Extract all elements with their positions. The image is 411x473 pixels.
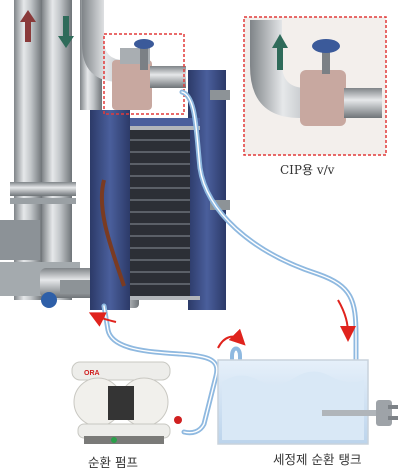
valve-handwheel — [134, 39, 154, 49]
valve-highlight-box — [103, 33, 185, 115]
tie-bolts — [130, 126, 200, 300]
cip-hoses — [101, 89, 359, 436]
flow-arrows — [88, 299, 356, 349]
vertical-pipe-2 — [42, 0, 72, 300]
detail-up-arrow-icon — [272, 34, 288, 70]
cip-valve-label: CIP용 v/v — [280, 163, 335, 177]
exchanger-frame-left — [90, 110, 130, 310]
plate-heat-exchanger — [90, 70, 230, 310]
pump-green-fitting — [111, 437, 117, 443]
valve-detail-zoom — [250, 20, 382, 126]
down-arrow-icon — [58, 16, 74, 48]
flow-arrow-from-tank — [217, 328, 246, 349]
pump-bottom-manifold — [77, 423, 171, 439]
pipe-flange-ring — [10, 198, 76, 204]
pipe-flange — [10, 182, 76, 196]
pump-base — [84, 436, 164, 444]
detergent-tank-label: 세정제 순환 탱크 — [273, 452, 362, 467]
heater-terminal — [376, 400, 392, 426]
circulation-pump-label: 순환 펌프 — [88, 455, 138, 470]
cip-valve-assembly — [82, 0, 186, 110]
flow-arrow-to-exchanger — [88, 312, 117, 327]
detergent-tank — [217, 359, 398, 445]
circulation-pump: ORA — [71, 361, 182, 444]
pump-brand-label: ORA — [84, 370, 100, 377]
up-arrow-icon — [20, 10, 36, 42]
flow-arrow-to-tank — [337, 299, 356, 342]
drain-valve-handle — [41, 292, 57, 308]
pump-center-block — [108, 386, 134, 420]
exchanger-plates — [130, 139, 190, 285]
left-pipe-column — [0, 0, 102, 300]
detail-valve-handwheel — [312, 39, 340, 53]
heater-element — [322, 410, 376, 416]
suction-hose — [230, 346, 242, 426]
brown-hose — [99, 179, 126, 287]
tank-liquid-surface — [222, 371, 364, 440]
valve-stem — [140, 40, 148, 70]
pump-top-manifold — [71, 361, 171, 381]
detail-valve-stem — [322, 44, 330, 74]
pump-outlet-valve — [174, 416, 182, 424]
pipe-base-block — [0, 220, 40, 260]
exchanger-plate-pack — [130, 130, 190, 300]
